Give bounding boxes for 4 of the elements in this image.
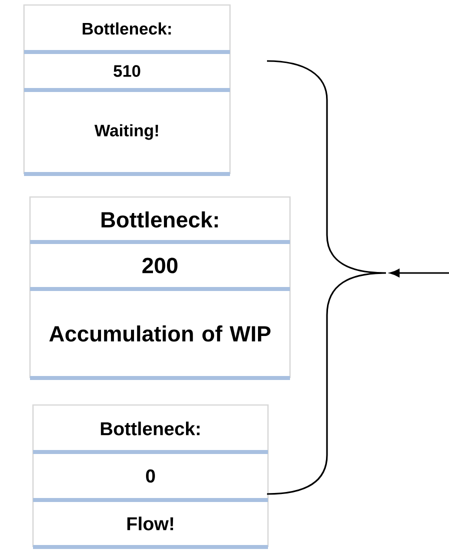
table: Bottleneck: 510 Waiting! xyxy=(23,4,231,176)
arrow xyxy=(390,268,449,278)
table: Bottleneck: 0 Flow! xyxy=(32,404,269,549)
table: Bottleneck: 200 Accumulation of WIP xyxy=(29,196,291,380)
